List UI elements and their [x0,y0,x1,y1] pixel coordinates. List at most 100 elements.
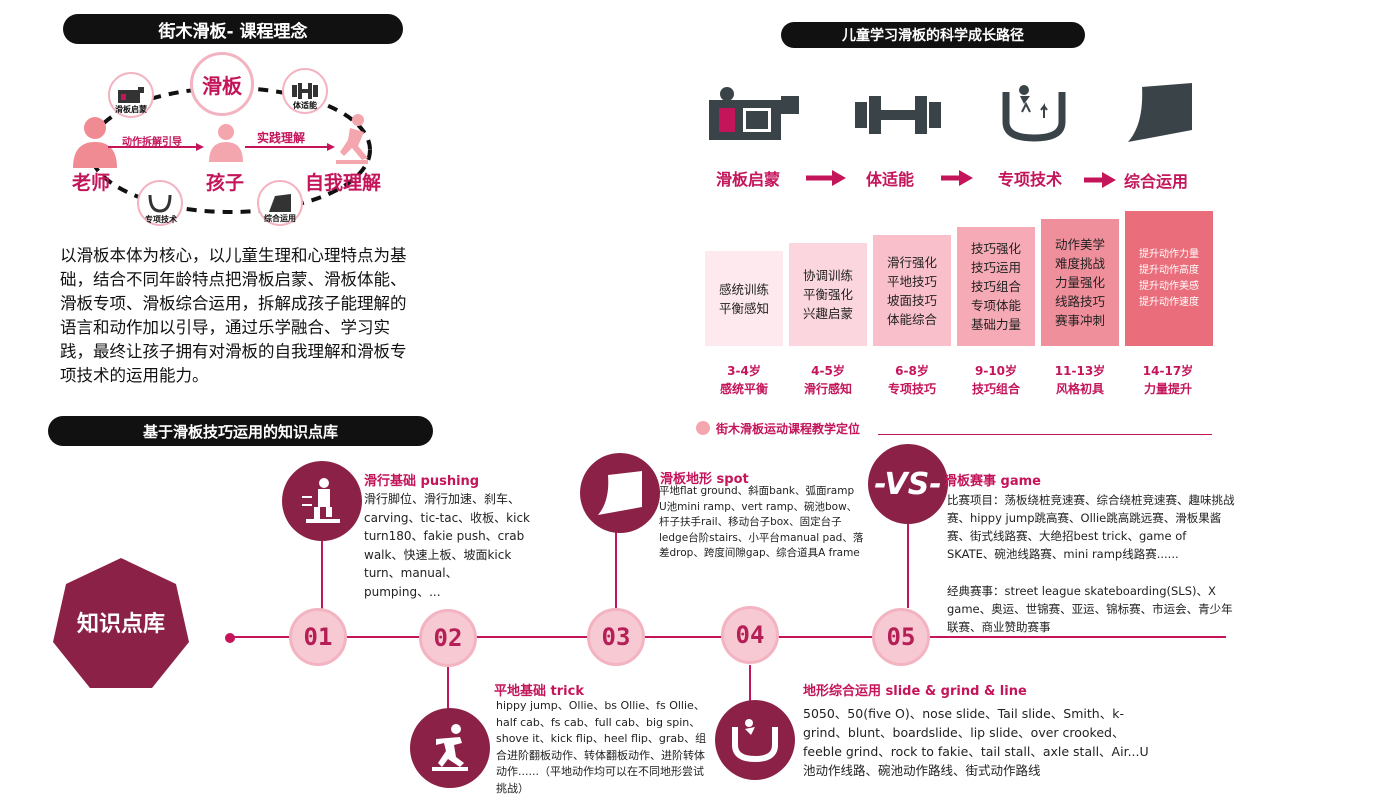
step2-line1: 协调训练 [802,268,853,283]
step4-line5: 基础力量 [970,317,1021,332]
child-label: 孩子 [206,172,245,194]
step6-line1: 提升动作力量 [1139,248,1199,260]
age-label-6: 14-17岁力量提升 [1128,362,1208,398]
focus-2: 滑行感知 [803,382,852,396]
quarter-pipe-icon [1128,81,1193,142]
skater-figure-icon [336,114,368,164]
core-label: 滑板 [202,73,242,98]
slide-title: 地形综合运用 slide & grind & line [803,684,1027,699]
age-label-4: 9-10岁技巧组合 [956,362,1036,398]
timeline-start-dot [225,633,235,643]
step2-line3: 兴趣启蒙 [802,306,853,321]
step3-line2: 平地技巧 [886,273,937,289]
node-05: 05 [872,608,930,666]
pushing-title: 滑行基础 pushing [364,474,480,489]
age-3: 6-8岁 [895,364,929,378]
game-title: 滑板赛事 game [944,474,1041,489]
enlighten-label: 滑板启蒙 [115,105,147,114]
step5-line2: 难度挑战 [1054,256,1105,271]
dumbbell-icon [855,96,941,134]
growth-path-header: 儿童学习滑板的科学成长路径 [781,22,1085,48]
quarter-pipe-icon [598,471,642,515]
u-ramp-icon [1002,85,1066,142]
step4-line2: 技巧运用 [970,260,1021,275]
stage-combined: 综合运用 [1124,172,1189,191]
pushing-body: 滑行脚位、滑行加速、刹车、carving、tic-tac、收板、kick tur… [364,492,530,599]
focus-5: 风格初具 [1055,382,1104,396]
step4-line4: 专项体能 [970,298,1021,313]
guide-arrow [108,143,204,151]
age-4: 9-10岁 [974,364,1018,378]
child-figure-icon [209,124,243,162]
combined-circle [257,180,303,226]
stage-technique: 专项技术 [998,170,1063,189]
node-05-number: 05 [886,623,916,651]
knowledge-badge-shape [53,558,189,688]
step3-line4: 体能综合 [886,311,937,327]
step6-line4: 提升动作速度 [1139,296,1199,308]
node-01-number: 01 [303,623,333,651]
node-02: 02 [419,609,477,667]
node-04-number: 04 [735,621,765,649]
focus-6: 力量提升 [1143,382,1192,396]
age-5: 11-13岁 [1054,364,1106,378]
arrow-right-icon [1084,172,1116,188]
combined-label: 综合运用 [264,214,296,223]
trick-title: 平地基础 trick [494,684,584,699]
skateboard-core-circle: 滑板 [190,52,254,116]
age-label-5: 11-13岁风格初具 [1040,362,1120,398]
concept-description: 以滑板本体为核心，以儿童生理和心理特点为基础，结合不同年龄特点把滑板启蒙、滑板体… [60,246,407,385]
knowledge-title: 基于滑板技巧运用的知识点库 [142,422,338,441]
arrow-right-icon [806,170,846,186]
guide-arrow-label: 动作拆解引导 [122,137,182,148]
spot-topic-circle [580,453,660,533]
u-ramp-skater-icon [732,719,778,763]
node-02-number: 02 [433,624,463,652]
age-6: 14-17岁 [1142,364,1194,378]
connector-01 [321,505,323,610]
node-04: 04 [721,606,779,664]
step1-line1: 感统训练 [718,281,769,297]
pushing-topic-circle [282,461,362,541]
age-label-1: 3-4岁感统平衡 [704,362,784,398]
step5-line4: 线路技巧 [1054,294,1105,309]
step5-line5: 赛事冲刺 [1054,313,1105,328]
knowledge-badge-label: 知识点库 [76,612,165,637]
course-concept-title: 街木滑板- 课程理念 [158,21,308,42]
teacher-label: 老师 [72,172,111,194]
technique-circle [137,180,183,226]
connector-02 [447,667,449,719]
stage-enlighten: 滑板启蒙 [716,170,781,189]
technique-label: 专项技术 [145,215,177,224]
enlighten-circle [108,72,154,118]
age-1: 3-4岁 [727,364,761,378]
fitness-circle [282,68,328,114]
node-03-number: 03 [601,623,631,651]
stair-step-5: 动作美学 难度挑战 力量强化 线路技巧 赛事冲刺 [1041,219,1119,346]
node-01: 01 [289,608,347,666]
focus-4: 技巧组合 [971,382,1020,396]
positioning-underline [878,434,1212,435]
knowledge-header: 基于滑板技巧运用的知识点库 [48,416,433,446]
practice-arrow [245,143,335,151]
game-topic-circle: -VS- [868,444,948,524]
practice-arrow-label: 实践理解 [257,131,306,145]
course-concept-header: 街木滑板- 课程理念 [63,14,403,44]
stair-step-6: 提升动作力量 提升动作高度 提升动作美感 提升动作速度 [1125,211,1213,346]
stage-fitness: 体适能 [866,170,915,189]
stair-step-2: 协调训练 平衡强化 兴趣启蒙 [789,243,867,346]
age-label-2: 4-5岁滑行感知 [788,362,868,398]
positioning-label: 街木滑板运动课程教学定位 [716,422,861,436]
positioning-dot [696,421,710,435]
connector-04 [749,665,751,710]
stair-step-1: 感统训练 平衡感知 [705,251,783,346]
ramp-u-icon [148,194,172,213]
step6-line3: 提升动作美感 [1139,280,1199,292]
game-body-classic: 经典赛事：street league skateboarding(SLS)、X … [947,584,1233,634]
step5-line3: 力量强化 [1054,275,1105,290]
growth-path-title: 儿童学习滑板的科学成长路径 [842,28,1024,44]
skater-pushing-icon [302,478,340,523]
stair-step-4: 技巧强化 技巧运用 技巧组合 专项体能 基础力量 [957,227,1035,346]
camera-icon [709,87,799,140]
arrow-right-icon [941,170,973,186]
